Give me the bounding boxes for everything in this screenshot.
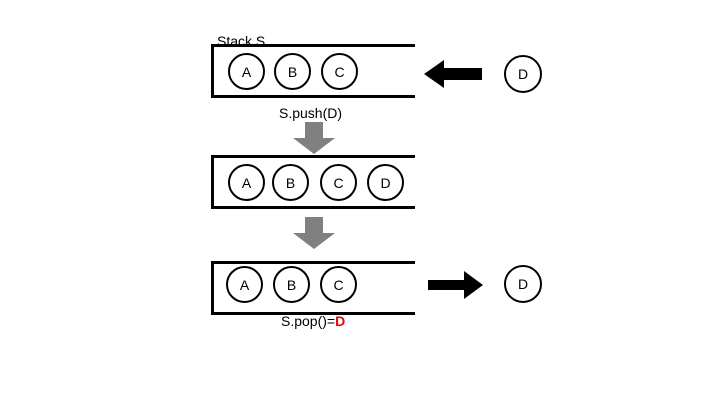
- popped-element-d: D: [504, 265, 542, 303]
- stack-item-c: C: [320, 266, 357, 303]
- stack-item-b: B: [274, 53, 311, 90]
- stack-item-c: C: [321, 53, 358, 90]
- pop-operation-prefix: S.pop()=: [281, 313, 336, 329]
- pop-output-arrow-icon: [428, 271, 483, 299]
- pop-operation-value: D: [335, 313, 346, 329]
- push-operation-label: S.push(D): [279, 105, 343, 121]
- stack-item-b: B: [272, 164, 309, 201]
- stack-item-c: C: [320, 164, 357, 201]
- push-input-arrow-icon: [424, 60, 482, 88]
- stack-item-d: D: [367, 164, 404, 201]
- push-step-arrow-icon: [293, 122, 335, 154]
- stack-item-a: A: [228, 53, 265, 90]
- incoming-element-d: D: [504, 55, 542, 93]
- stack-item-b: B: [273, 266, 310, 303]
- pop-step-arrow-icon: [293, 217, 335, 249]
- stack-item-a: A: [228, 164, 265, 201]
- stack-item-a: A: [226, 266, 263, 303]
- pop-operation-label: S.pop()=D: [281, 314, 345, 328]
